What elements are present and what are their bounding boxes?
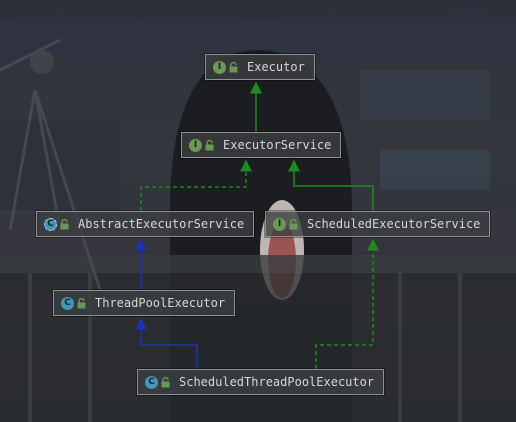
interface-icon: I [189, 138, 202, 152]
node-label: ScheduledThreadPoolExecutor [179, 375, 375, 389]
interface-icon: I [213, 60, 226, 74]
node-scheduled-executor-service[interactable]: I ScheduledExecutorService [265, 211, 491, 237]
public-lock-icon [229, 61, 238, 72]
edge-scheduledthreadpoolexecutor-scheduledexecutorservice [315, 238, 379, 369]
edge-scheduledexecutorservice-executorservice [288, 159, 374, 211]
node-executor-service[interactable]: I ExecutorService [181, 132, 342, 158]
node-label: Executor [247, 60, 305, 74]
node-thread-pool-executor[interactable]: C ThreadPoolExecutor [53, 290, 236, 316]
edge-scheduledthreadpoolexecutor-threadpoolexecutor [135, 317, 198, 369]
node-scheduled-thread-pool-executor[interactable]: C ScheduledThreadPoolExecutor [137, 369, 385, 395]
public-lock-icon [205, 139, 214, 150]
node-label: AbstractExecutorService [78, 217, 245, 231]
node-label: ScheduledExecutorService [307, 217, 481, 231]
class-icon: C [145, 375, 158, 389]
node-label: ExecutorService [223, 138, 332, 152]
class-icon: C [61, 296, 74, 310]
node-label: ThreadPoolExecutor [95, 296, 226, 310]
edge-abstractexecutorservice-executorservice [140, 159, 252, 211]
public-lock-icon [60, 218, 69, 229]
public-lock-icon [289, 218, 298, 229]
interface-icon: I [273, 217, 286, 231]
node-executor[interactable]: I Executor [205, 54, 315, 80]
node-abstract-executor-service[interactable]: C AbstractExecutorService [36, 211, 255, 237]
public-lock-icon [161, 376, 170, 387]
public-lock-icon [77, 297, 86, 308]
abstract-class-icon: C [44, 217, 57, 231]
